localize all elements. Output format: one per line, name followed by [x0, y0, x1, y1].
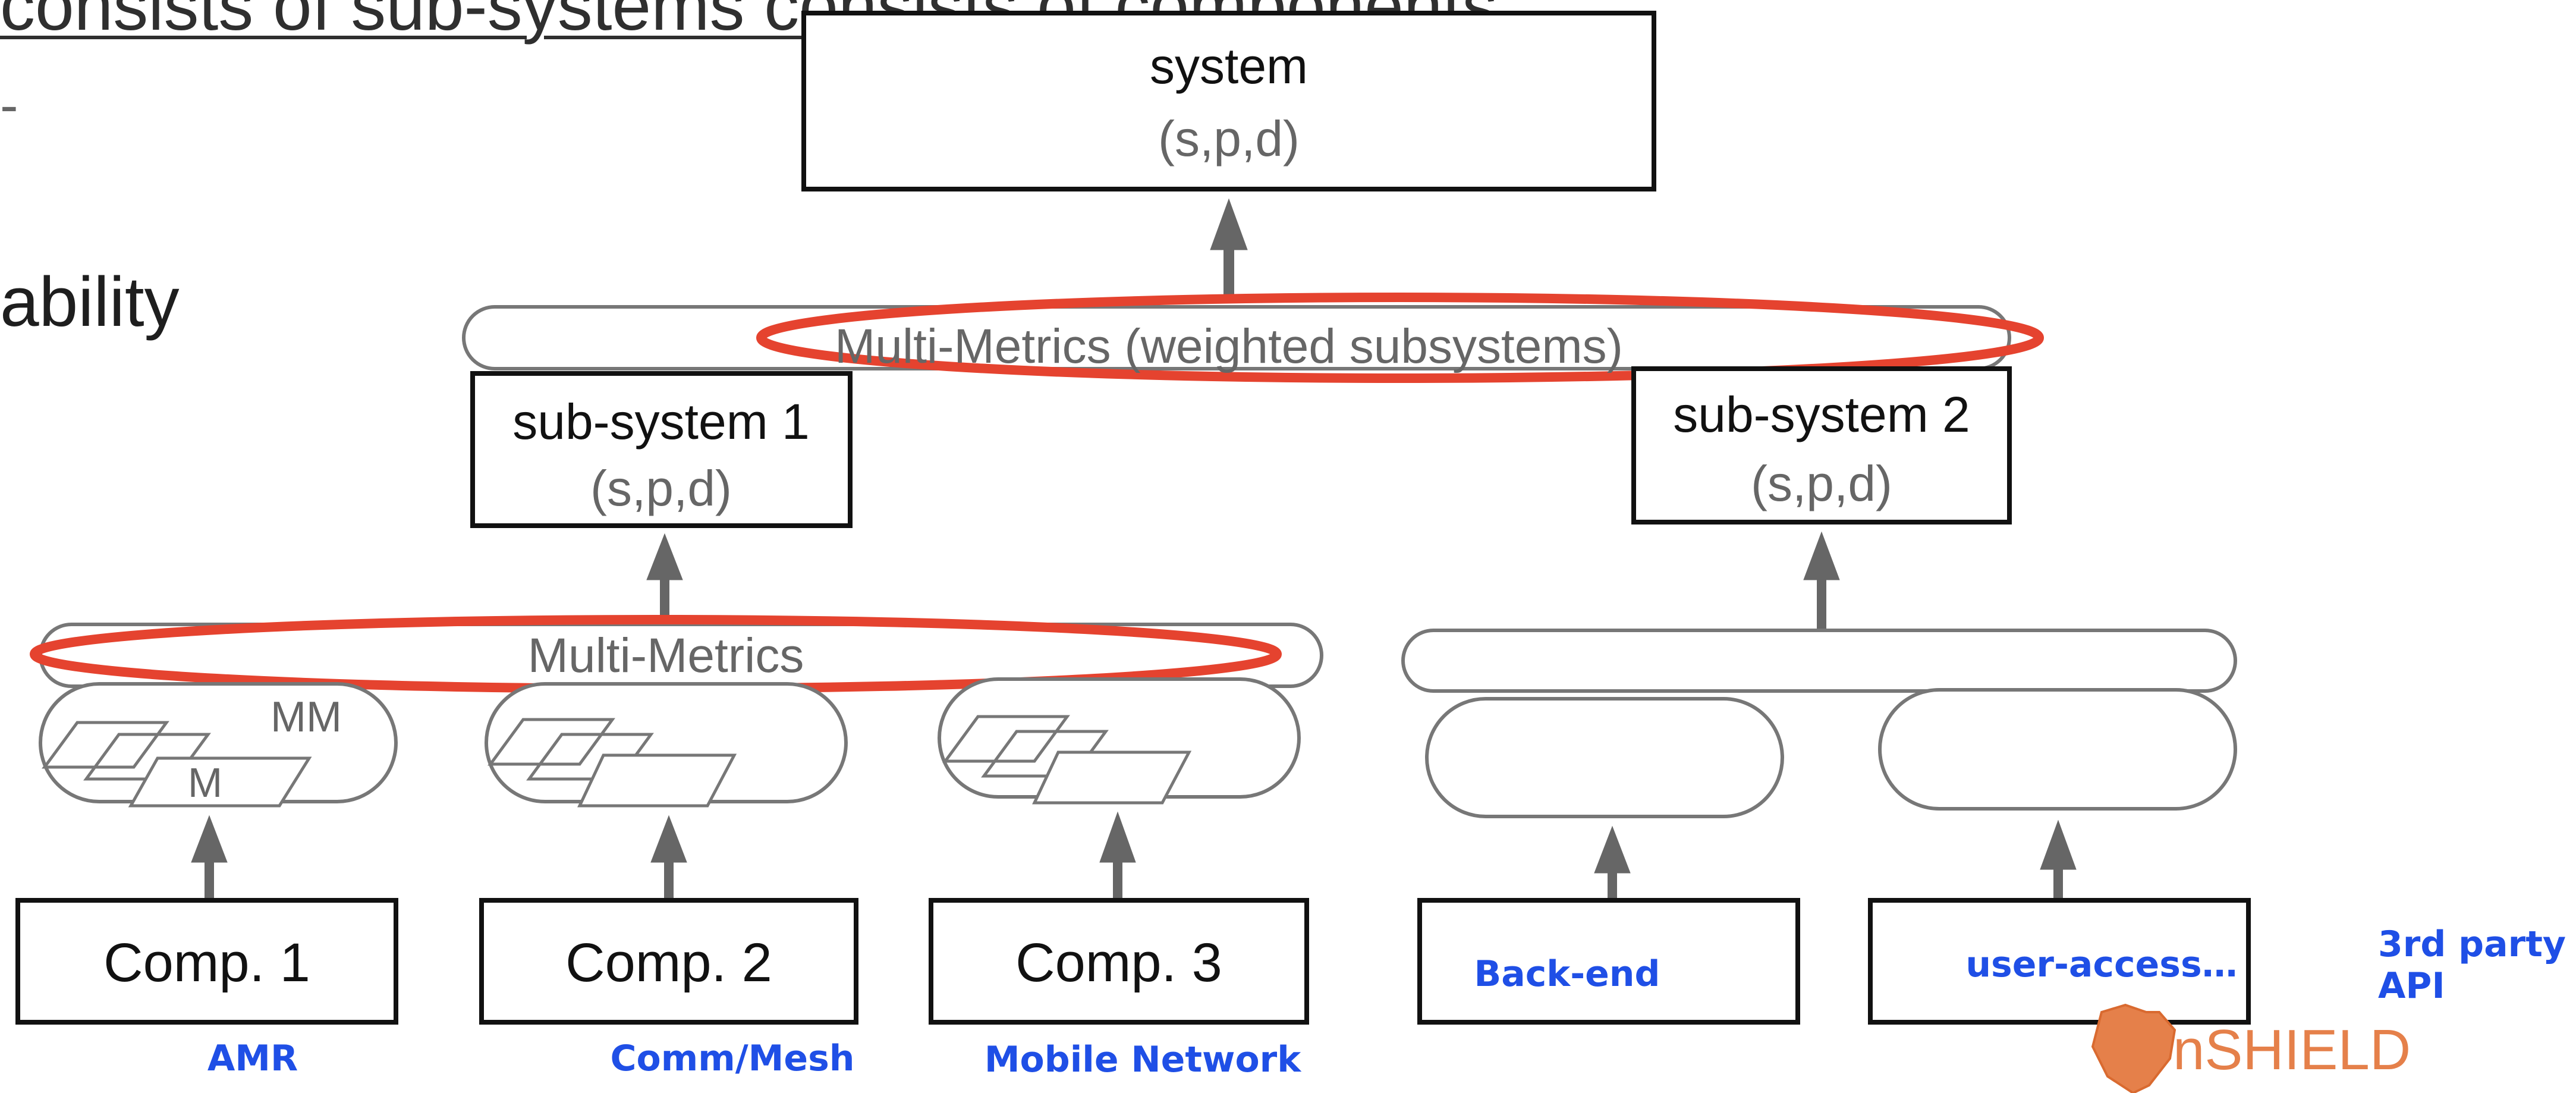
- multi-metrics-right: [1401, 629, 2237, 693]
- component-user-access: user-access…: [1868, 898, 2251, 1025]
- subsystem1-spd: (s,p,d): [590, 460, 732, 516]
- m-label: M: [188, 759, 222, 806]
- component-2-label: Comp. 2: [565, 932, 772, 993]
- metric-container-5: [1878, 688, 2237, 811]
- component-2: Comp. 2: [479, 898, 858, 1025]
- multi-metrics-top: Multi-Metrics (weighted subsystems): [462, 293, 2044, 383]
- component-1-label: Comp. 1: [103, 932, 310, 993]
- system-title: system: [1150, 38, 1308, 94]
- metric-container-3: [938, 677, 1301, 805]
- background-bullet-fragment: -: [0, 75, 18, 136]
- arrow-to-system: [1210, 198, 1248, 303]
- comm-mesh-label: Comm/Mesh: [610, 1038, 854, 1079]
- arrow-to-subsystem2: [1803, 531, 1840, 632]
- component-3-label: Comp. 3: [1015, 932, 1222, 993]
- mobile-network-label: Mobile Network: [985, 1039, 1302, 1081]
- amr-label: AMR: [207, 1038, 298, 1079]
- metric-container-1: MM M: [39, 682, 398, 808]
- nshield-logo: nSHIELD: [2091, 1003, 2411, 1093]
- mm-label: MM: [271, 693, 342, 741]
- metric-container-4: [1425, 697, 1784, 818]
- shield-icon: [2091, 1003, 2176, 1093]
- component-back-end: Back-end: [1417, 898, 1800, 1025]
- subsystem2-node: sub-system 2 (s,p,d): [1631, 366, 2012, 524]
- subsystem1-node: sub-system 1 (s,p,d): [470, 371, 853, 528]
- background-ability-fragment: ability: [0, 263, 180, 341]
- user-access-label: user-access…: [1965, 944, 2237, 985]
- third-party-label-line1: 3rd party: [2378, 924, 2566, 965]
- back-end-label: Back-end: [1474, 953, 1660, 995]
- metric-container-2: [485, 682, 848, 808]
- third-party-label-line2: API: [2378, 965, 2445, 1007]
- subsystem2-title: sub-system 2: [1673, 387, 1970, 442]
- subsystem2-spd: (s,p,d): [1751, 456, 1892, 511]
- component-1: Comp. 1: [15, 898, 398, 1025]
- component-3: Comp. 3: [929, 898, 1309, 1025]
- system-spd: (s,p,d): [1158, 111, 1300, 167]
- multi-metrics-left-label: Multi-Metrics: [528, 629, 804, 683]
- nshield-logo-text: nSHIELD: [2173, 1018, 2411, 1082]
- multi-metrics-top-label: Multi-Metrics (weighted subsystems): [835, 319, 1623, 373]
- system-node: system (s,p,d): [801, 11, 1656, 191]
- subsystem1-title: sub-system 1: [512, 394, 810, 450]
- arrows-from-components: [191, 811, 2077, 898]
- red-highlight-top: [756, 293, 2044, 383]
- arrow-to-subsystem1: [646, 533, 683, 618]
